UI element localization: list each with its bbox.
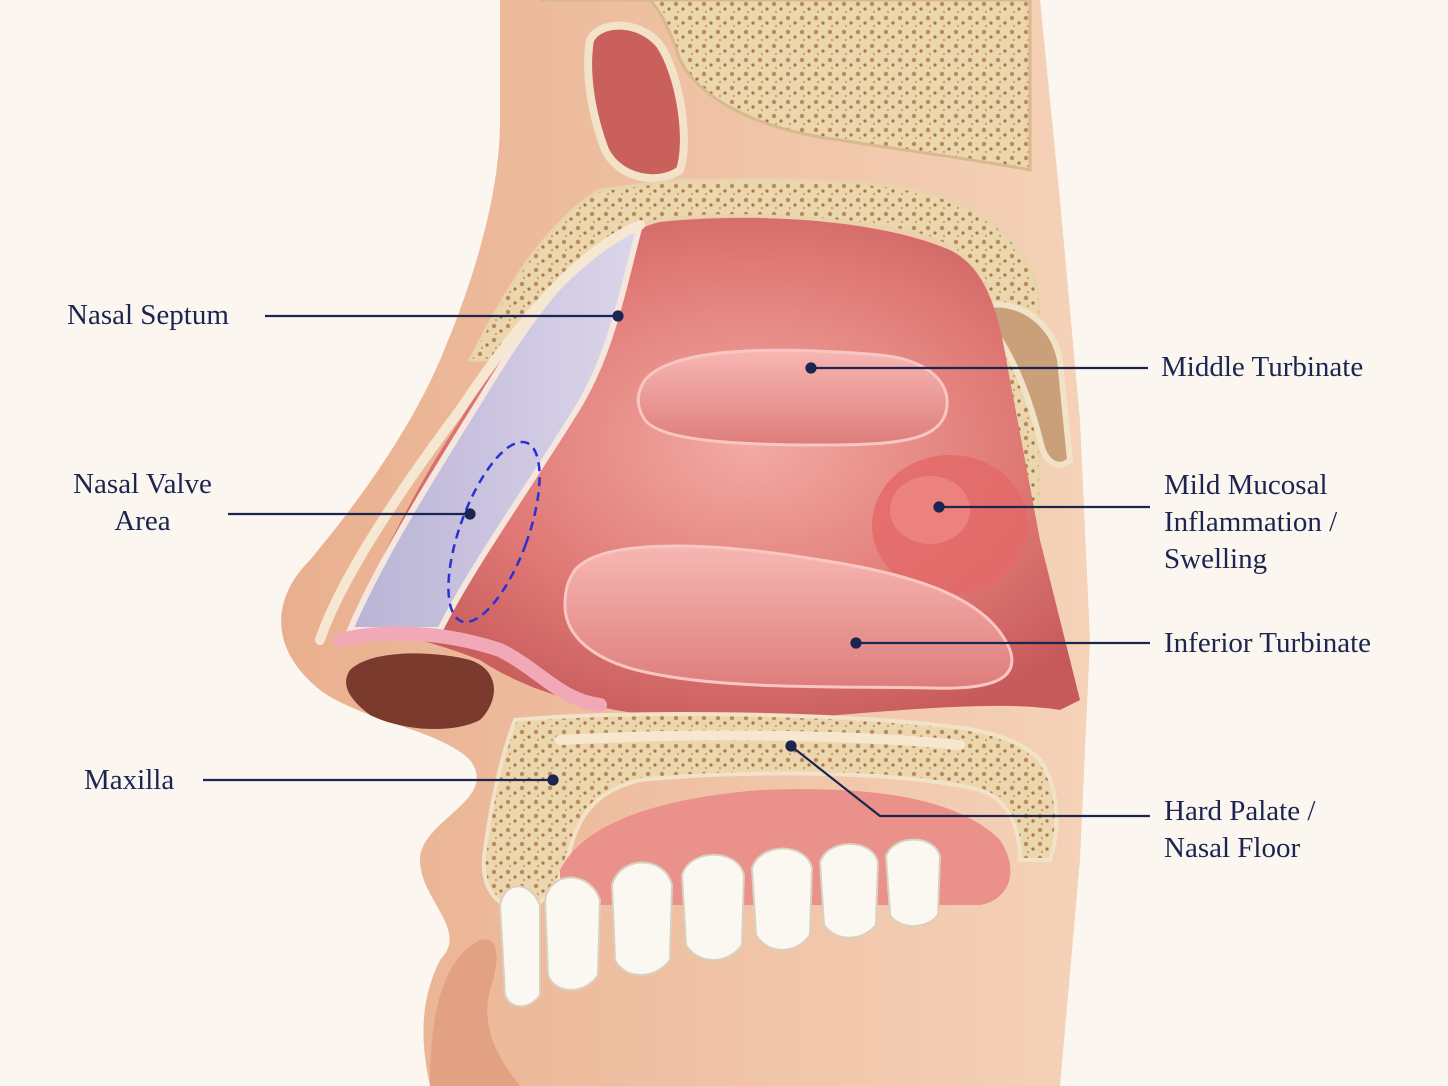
frontal-sinus	[584, 21, 688, 183]
frontal-bone	[540, 0, 1032, 172]
label-inferior-turbinate: Inferior Turbinate	[1164, 627, 1371, 659]
middle-turbinate-shape	[636, 348, 949, 447]
leader-hard-palate	[790, 745, 1150, 818]
label-nasal-septum: Nasal Septum	[67, 299, 229, 331]
label-mucosal-inflammation: Mild Mucosal Inflammation / Swelling	[1164, 469, 1338, 575]
inferior-turbinate-shape	[563, 544, 1014, 690]
nostril	[346, 653, 494, 730]
label-hard-palate: Hard Palate / Nasal Floor	[1164, 795, 1316, 864]
upper-teeth	[498, 838, 942, 1008]
leader-lines	[203, 310, 1150, 818]
label-maxilla: Maxilla	[84, 764, 175, 796]
posterior-sinus	[969, 301, 1074, 468]
lip	[430, 939, 520, 1086]
label-middle-turbinate: Middle Turbinate	[1161, 351, 1364, 383]
label-nasal-valve-area: Nasal Valve Area	[73, 468, 212, 537]
nasal-valve-outline	[447, 440, 541, 624]
